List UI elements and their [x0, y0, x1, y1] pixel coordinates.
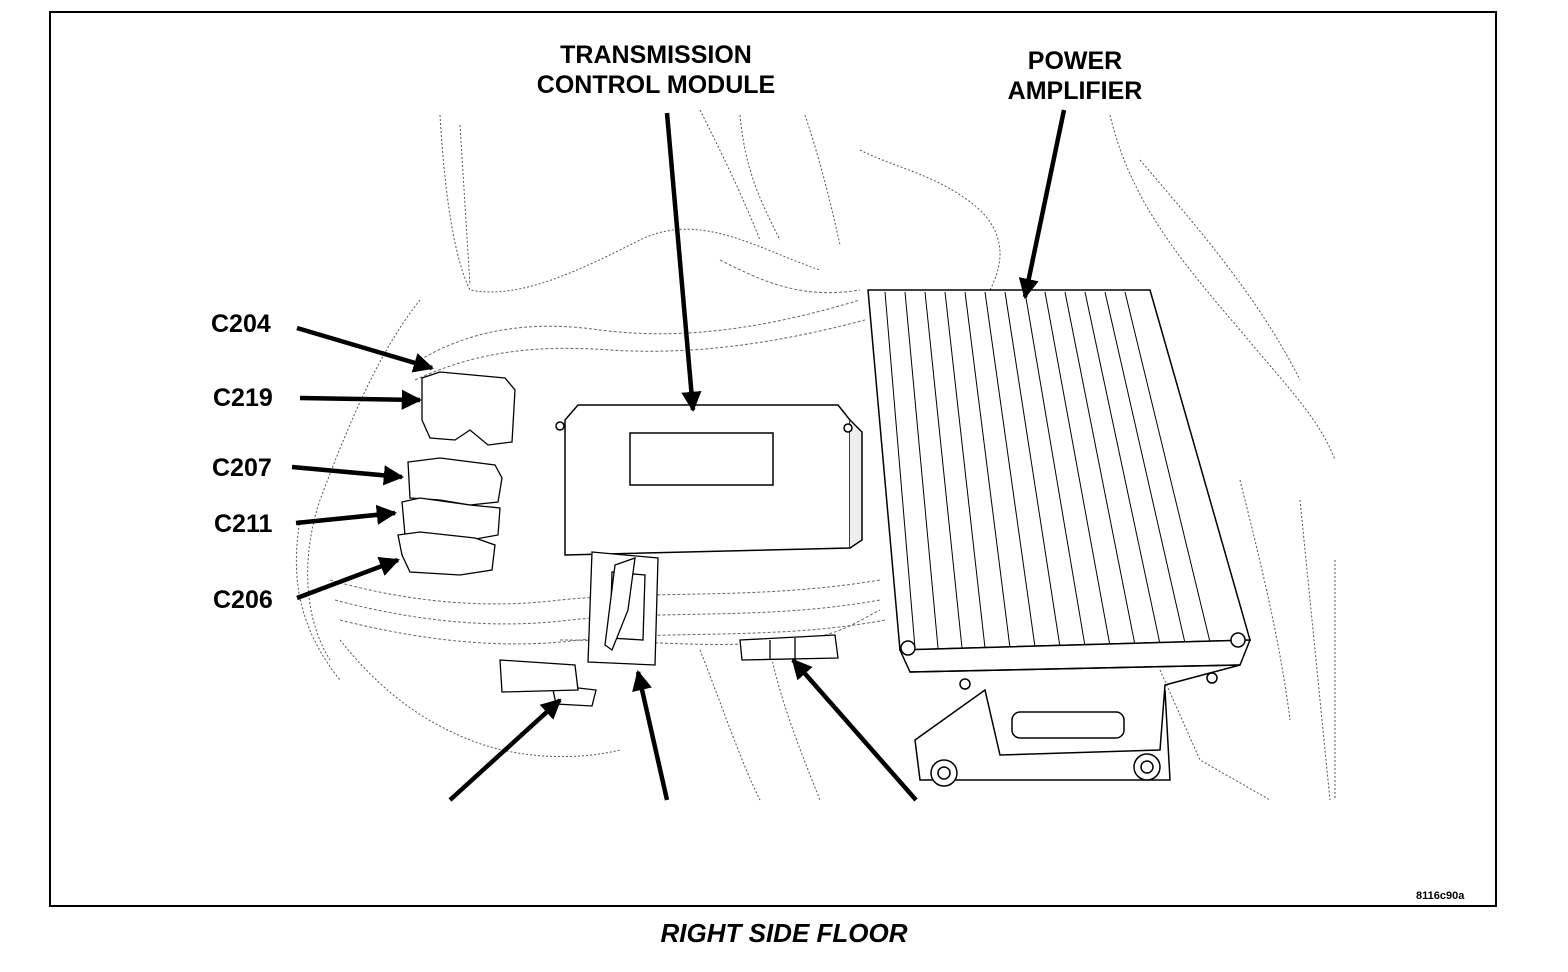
- arrow-bottom-middle-connector: [632, 670, 670, 801]
- leader-arrows: [291, 109, 1067, 802]
- transmission-control-module-label: TRANSMISSION CONTROL MODULE: [520, 40, 792, 100]
- arrow-transmission-control-module: [664, 112, 702, 413]
- connector-label-c204: C204: [211, 310, 271, 338]
- connector-label-c206: C206: [213, 586, 273, 614]
- arrow-c207: [291, 464, 405, 486]
- arrow-bottom-left-connector: [448, 698, 562, 802]
- figure-reference-code: 8116c90a: [1416, 890, 1465, 902]
- amp-label-line2: AMPLIFIER: [1007, 77, 1143, 105]
- background-outlines: [295, 109, 1336, 801]
- arrow-c204: [296, 325, 434, 373]
- arrow-c219: [299, 389, 423, 410]
- tcm-label-line1: TRANSMISSION: [560, 41, 752, 69]
- diagram-frame: [49, 11, 1497, 907]
- power-amplifier-shape: [867, 289, 1252, 787]
- figure-caption: RIGHT SIDE FLOOR: [660, 918, 908, 948]
- connector-label-c219: C219: [213, 384, 273, 412]
- arrow-bottom-right-connector: [791, 658, 918, 802]
- arrow-c206: [296, 556, 400, 601]
- transmission-control-module-shape: [555, 404, 863, 556]
- amp-label-line1: POWER: [1027, 47, 1123, 75]
- arrow-power-amplifier: [1018, 109, 1067, 299]
- wire-harness: [329, 259, 886, 645]
- power-amplifier-label: POWER AMPLIFIER: [985, 46, 1165, 106]
- connector-label-c207: C207: [212, 454, 272, 482]
- arrow-c211: [295, 504, 398, 526]
- connector-label-c211: C211: [214, 510, 273, 538]
- tcm-label-line2: CONTROL MODULE: [536, 71, 776, 99]
- connector-blocks: [397, 371, 839, 661]
- lower-bracket: [499, 551, 659, 707]
